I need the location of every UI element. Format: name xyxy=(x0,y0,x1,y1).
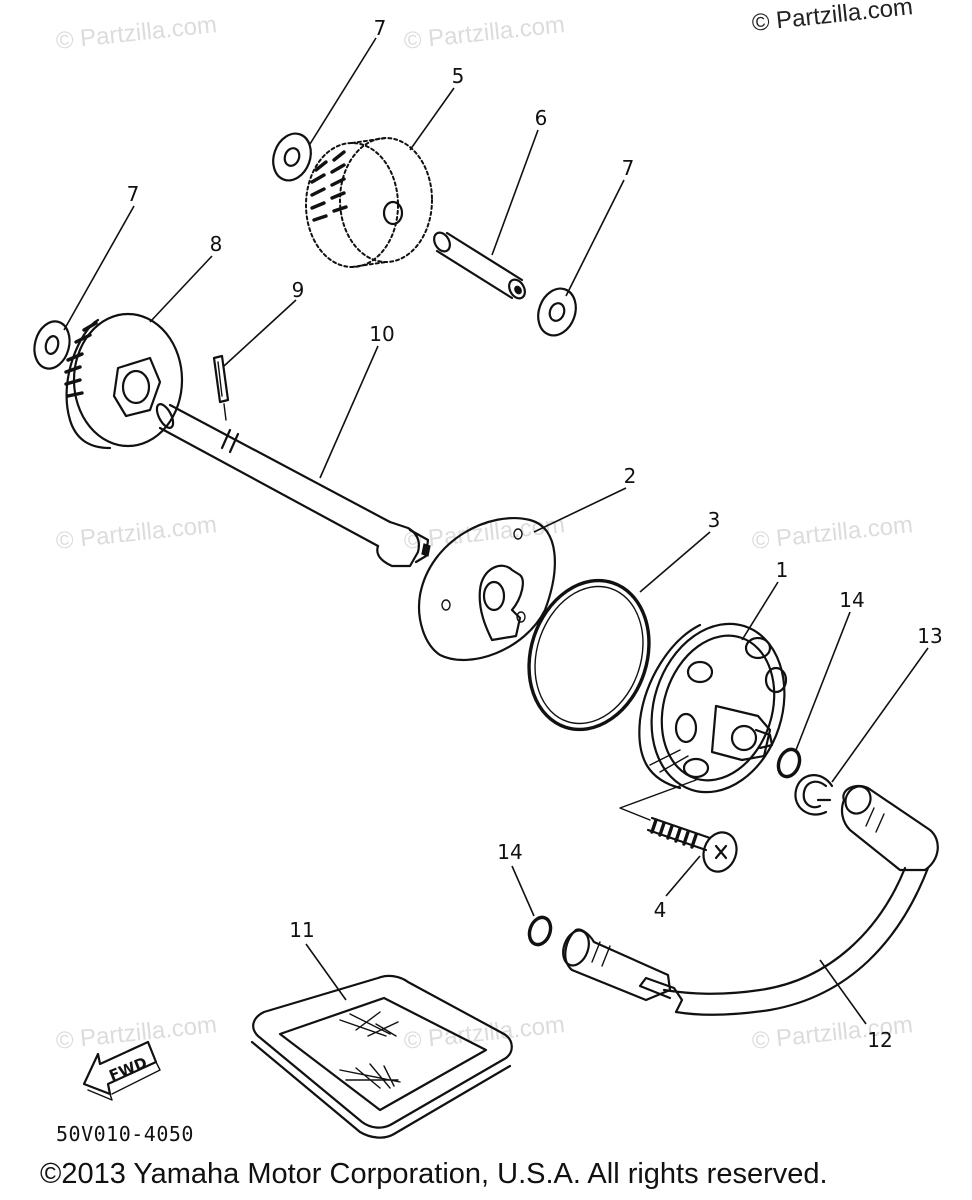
copyright-footer: ©2013 Yamaha Motor Corporation, U.S.A. A… xyxy=(40,1158,828,1190)
callout-part-13: 13 xyxy=(917,624,943,648)
part-14-o-ring-left xyxy=(527,915,553,947)
callout-part-7: 7 xyxy=(126,182,140,206)
callout-part-3: 3 xyxy=(707,508,721,532)
part-13-clip xyxy=(794,774,834,816)
part-1-pump-body xyxy=(619,622,788,821)
callout-part-14: 14 xyxy=(497,840,523,864)
part-8-gear xyxy=(64,312,184,450)
part-7-washer-right xyxy=(537,287,577,337)
part-6-pin xyxy=(433,231,526,300)
part-2-plate xyxy=(418,517,556,662)
callout-part-2: 2 xyxy=(623,464,637,488)
part-5-gear xyxy=(305,137,433,268)
callout-part-7: 7 xyxy=(373,16,387,40)
callout-part-1: 1 xyxy=(775,558,789,582)
callout-part-11: 11 xyxy=(289,918,315,942)
callout-part-4: 4 xyxy=(653,898,667,922)
callout-part-10: 10 xyxy=(369,322,395,346)
leader-lines xyxy=(63,37,929,1025)
fwd-arrow: FWD xyxy=(82,1040,161,1101)
part-9-dowel-pin xyxy=(212,354,230,421)
part-11-strainer xyxy=(250,974,513,1139)
part-10-shaft xyxy=(155,403,431,568)
callout-part-8: 8 xyxy=(209,232,223,256)
part-4-screw xyxy=(646,816,738,873)
callout-part-6: 6 xyxy=(534,106,548,130)
drawing-code: 50V010-4050 xyxy=(56,1122,194,1146)
callout-part-7: 7 xyxy=(621,156,635,180)
part-7-washer-top xyxy=(272,132,312,182)
part-14-o-ring-right xyxy=(776,747,802,779)
callout-part-5: 5 xyxy=(451,64,465,88)
callout-part-9: 9 xyxy=(291,278,305,302)
callout-part-12: 12 xyxy=(867,1028,893,1052)
callout-part-14: 14 xyxy=(839,588,865,612)
part-12-pipe xyxy=(562,784,939,1016)
part-7-washer-left xyxy=(33,320,71,370)
part-3-o-ring xyxy=(527,578,651,732)
